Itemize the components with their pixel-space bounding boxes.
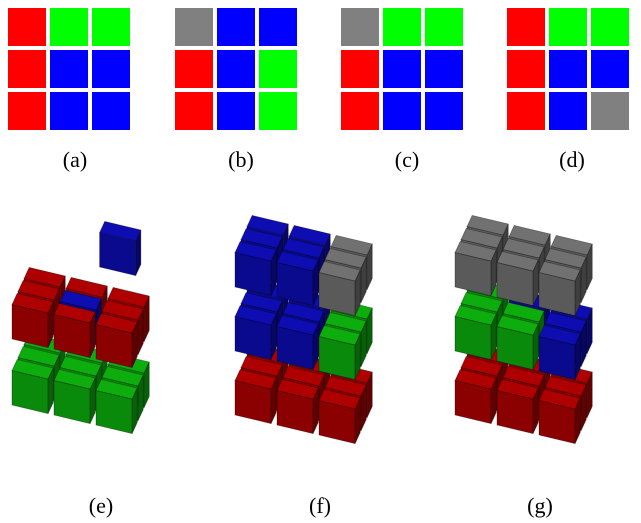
- grid-cell-blue: [50, 92, 88, 130]
- cube-red: [234, 368, 277, 425]
- cube-gray: [496, 250, 539, 307]
- grid-cell-red: [507, 50, 545, 88]
- grid-cell-red: [341, 92, 379, 130]
- grid-cell-blue: [425, 50, 463, 88]
- caption-c: (c): [394, 147, 420, 172]
- cube-blue: [234, 304, 277, 361]
- grid-cell-red: [175, 92, 213, 130]
- cube-green: [496, 314, 539, 371]
- grid-cell-green: [259, 50, 297, 88]
- caption-a: (a): [62, 147, 88, 172]
- cube-blue: [99, 220, 142, 277]
- cube-blue: [538, 324, 581, 381]
- grid-cell-blue: [92, 92, 130, 130]
- grid-cell-green: [549, 8, 587, 46]
- grid-cell-blue: [217, 50, 255, 88]
- cube-panel-g: [454, 214, 593, 445]
- grid-cell-blue: [50, 50, 88, 88]
- cube-green: [95, 378, 138, 435]
- cube-gray: [318, 260, 361, 317]
- cube-red: [496, 378, 539, 435]
- cube-red: [538, 388, 581, 445]
- caption-f: (f): [309, 493, 331, 518]
- cube-blue: [276, 314, 319, 371]
- grid-cell-green: [259, 92, 297, 130]
- caption-g: (g): [527, 493, 553, 518]
- grid-cell-blue: [259, 8, 297, 46]
- grid-cell-blue: [383, 50, 421, 88]
- grid-panel-a: [8, 8, 130, 130]
- grid-cell-blue: [591, 50, 629, 88]
- cube-panel-e: [11, 220, 150, 435]
- grid-cell-green: [92, 8, 130, 46]
- cube-red: [53, 302, 96, 359]
- grid-cell-blue: [92, 50, 130, 88]
- caption-d: (d): [559, 147, 585, 172]
- grid-cell-red: [507, 8, 545, 46]
- cube-gray: [454, 240, 497, 297]
- grid-cell-green: [50, 8, 88, 46]
- caption-b: (b): [228, 147, 254, 172]
- grid-cell-red: [8, 8, 46, 46]
- cube-red: [454, 368, 497, 425]
- grid-cell-blue: [217, 92, 255, 130]
- cube-green: [318, 324, 361, 381]
- grid-cell-red: [341, 50, 379, 88]
- grid-cell-green: [591, 8, 629, 46]
- grid-panel-d: [507, 8, 629, 130]
- grid-panel-c: [341, 8, 463, 130]
- grid-cell-green: [425, 8, 463, 46]
- cube-blue: [234, 240, 277, 297]
- cube-gray: [538, 260, 581, 317]
- grid-cell-gray: [591, 92, 629, 130]
- grid-cell-red: [175, 50, 213, 88]
- grid-cell-blue: [217, 8, 255, 46]
- grid-cell-blue: [425, 92, 463, 130]
- grid-cell-blue: [383, 92, 421, 130]
- grid-cell-blue: [549, 50, 587, 88]
- cube-red: [95, 312, 138, 369]
- caption-e: (e): [88, 493, 114, 518]
- grid-cell-gray: [341, 8, 379, 46]
- cube-green: [11, 358, 54, 415]
- grid-panel-b: [175, 8, 297, 130]
- cube-red: [276, 378, 319, 435]
- cube-green: [53, 368, 96, 425]
- cube-blue: [276, 250, 319, 307]
- grid-cell-green: [383, 8, 421, 46]
- grid-cell-gray: [175, 8, 213, 46]
- cube-panel-f: [234, 214, 373, 445]
- grid-cell-red: [8, 50, 46, 88]
- grid-cell-blue: [549, 92, 587, 130]
- cube-red: [11, 292, 54, 349]
- grid-cell-red: [8, 92, 46, 130]
- cube-red: [318, 388, 361, 445]
- cube-green: [454, 304, 497, 361]
- grid-cell-red: [507, 92, 545, 130]
